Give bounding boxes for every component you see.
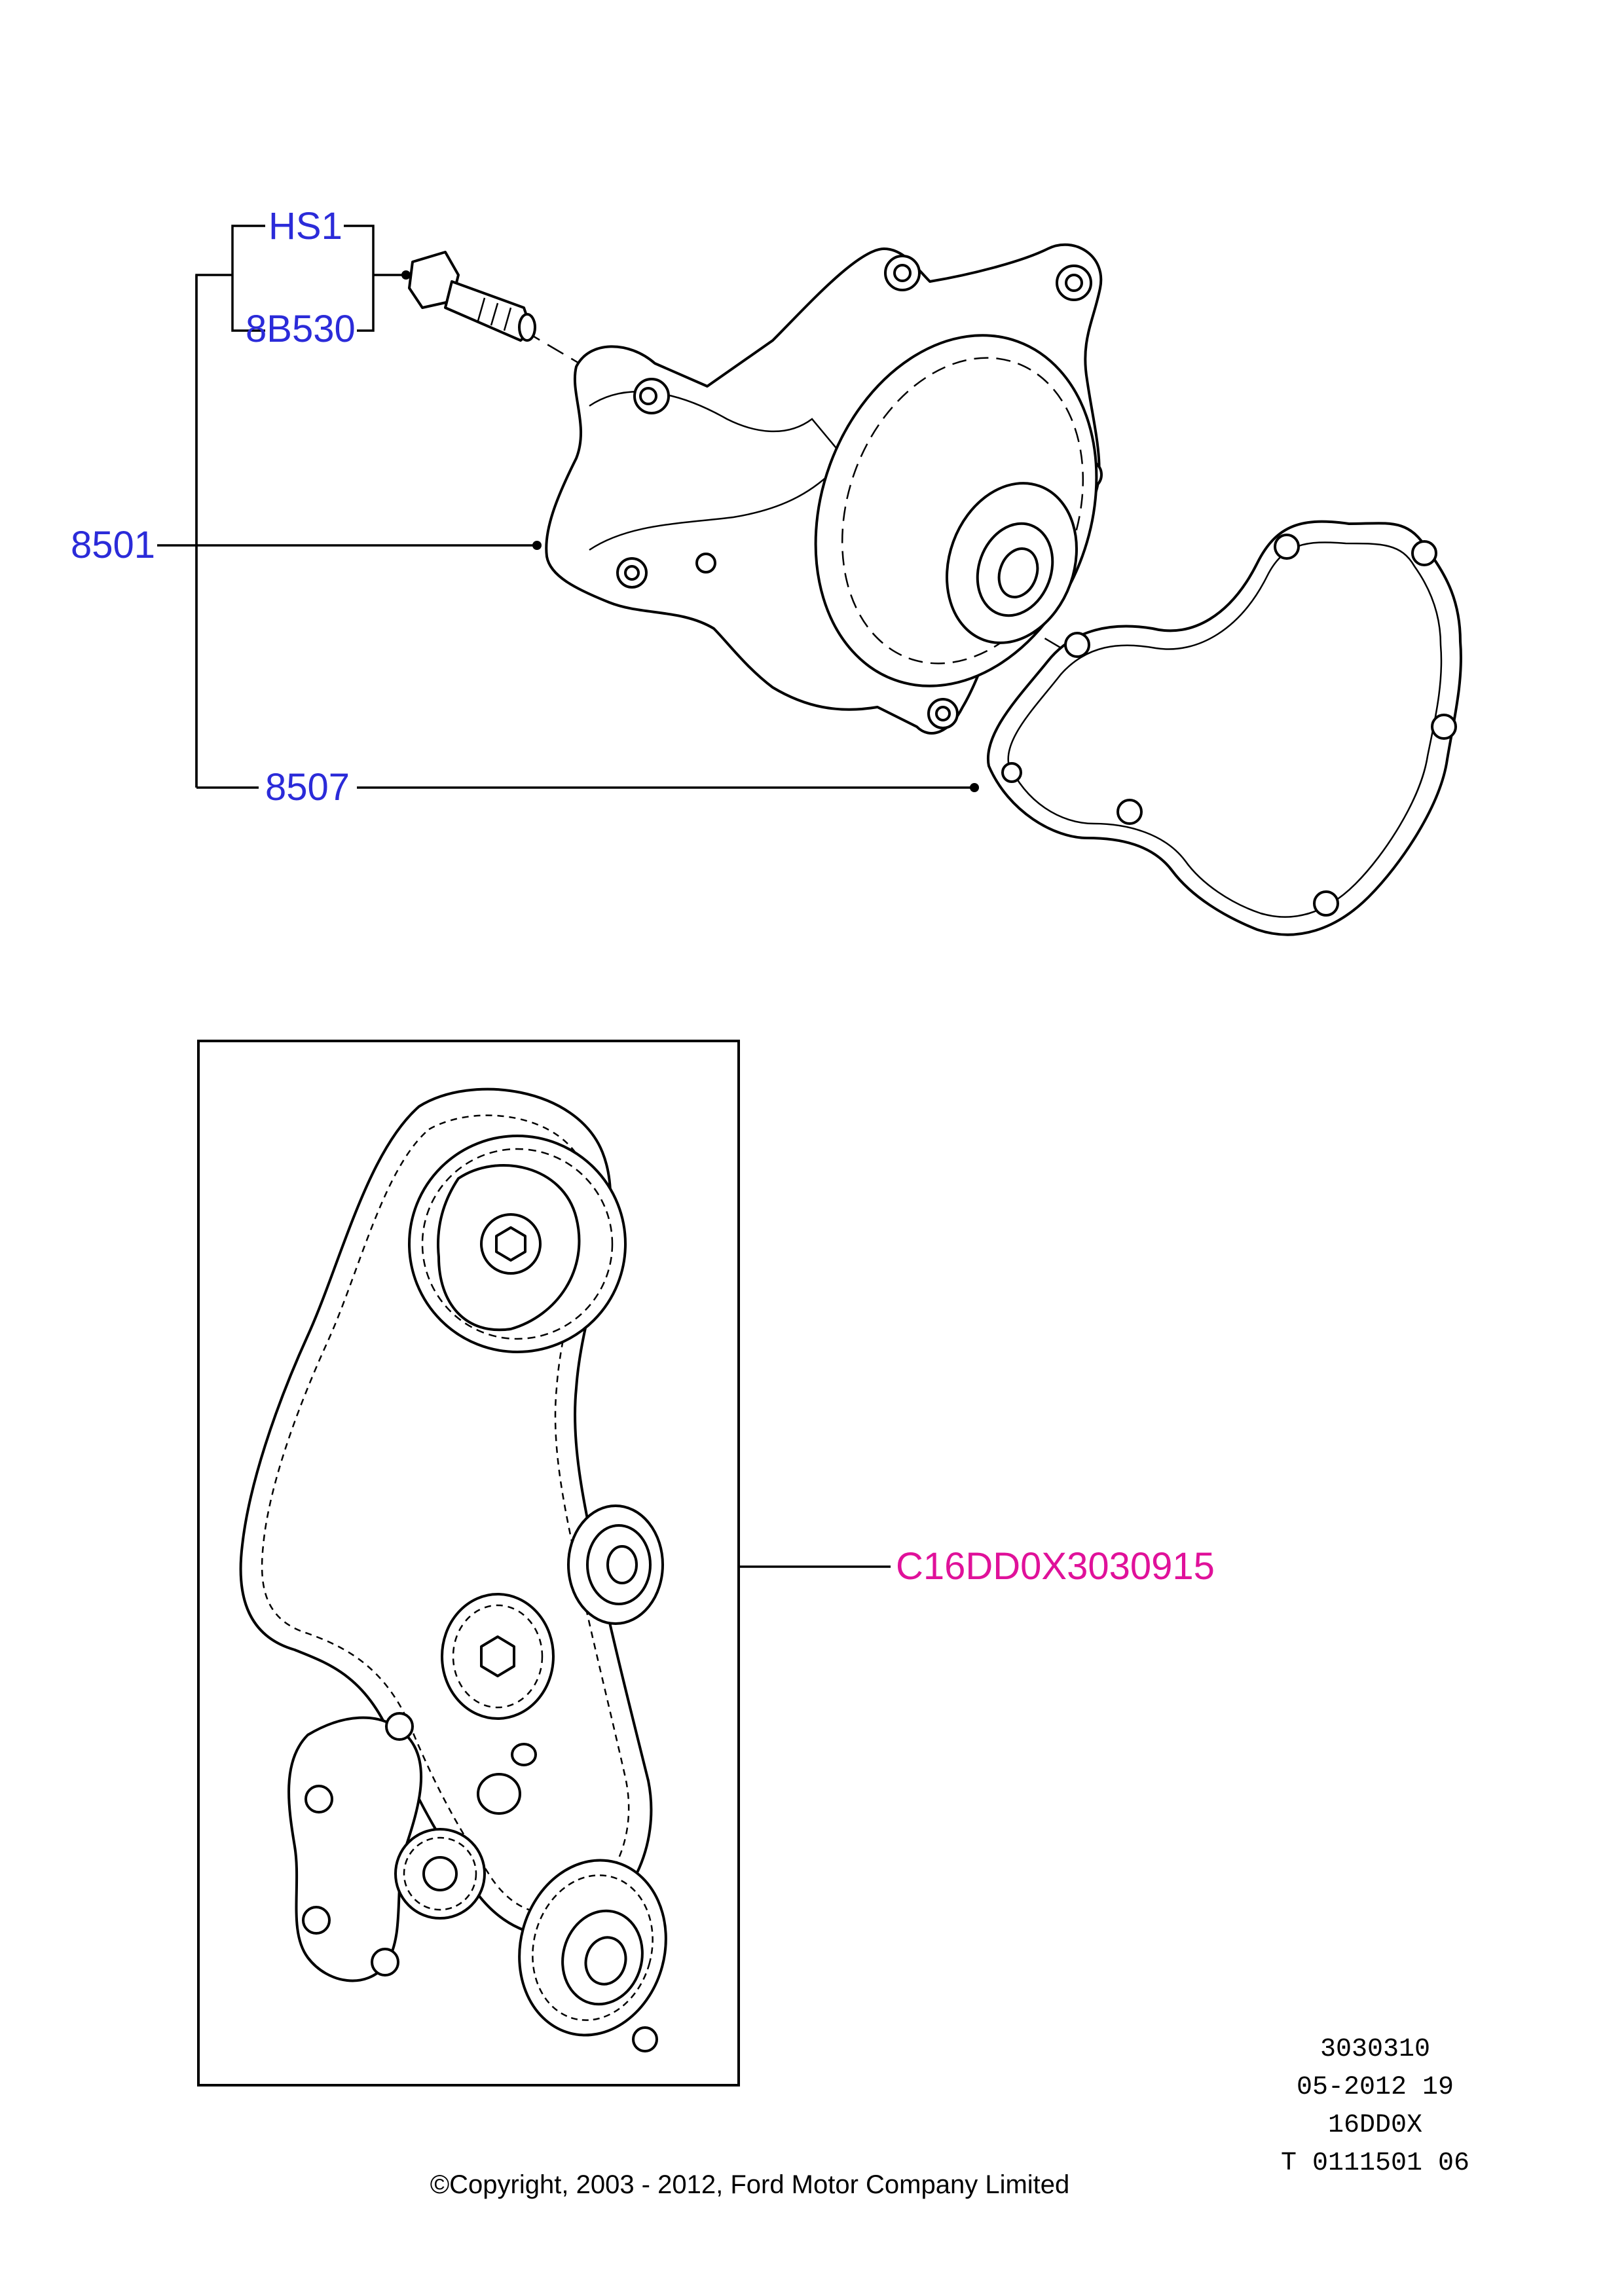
reference-line-1: 3030310 [1320, 2035, 1430, 2064]
reference-line-3: 16DD0X [1328, 2111, 1422, 2140]
reference-line-2: 05-2012 19 [1297, 2073, 1454, 2102]
timing-kit-box [197, 1040, 740, 2086]
timing-belt-illustration [239, 1087, 667, 2052]
part-labels: HS1 8B530 8501 8507 C16DD0X3030915 [71, 205, 1215, 1588]
label-bolt-8b530[interactable]: 8B530 [246, 308, 356, 350]
copyright-notice: ©Copyright, 2003 - 2012, Ford Motor Comp… [430, 2170, 1070, 2199]
bolt-illustration [408, 251, 536, 342]
label-gasket-8507[interactable]: 8507 [265, 766, 350, 809]
label-timing-kit[interactable]: C16DD0X3030915 [896, 1545, 1215, 1588]
water-pump-illustration [545, 243, 1103, 735]
label-hs1[interactable]: HS1 [268, 205, 342, 247]
reference-line-4: T 0111501 06 [1281, 2149, 1469, 2178]
label-water-pump-8501[interactable]: 8501 [71, 524, 155, 566]
diagram-reference-block: 3030310 05-2012 19 16DD0X T 0111501 06 [1281, 2035, 1469, 2178]
gasket-illustration [986, 520, 1462, 936]
